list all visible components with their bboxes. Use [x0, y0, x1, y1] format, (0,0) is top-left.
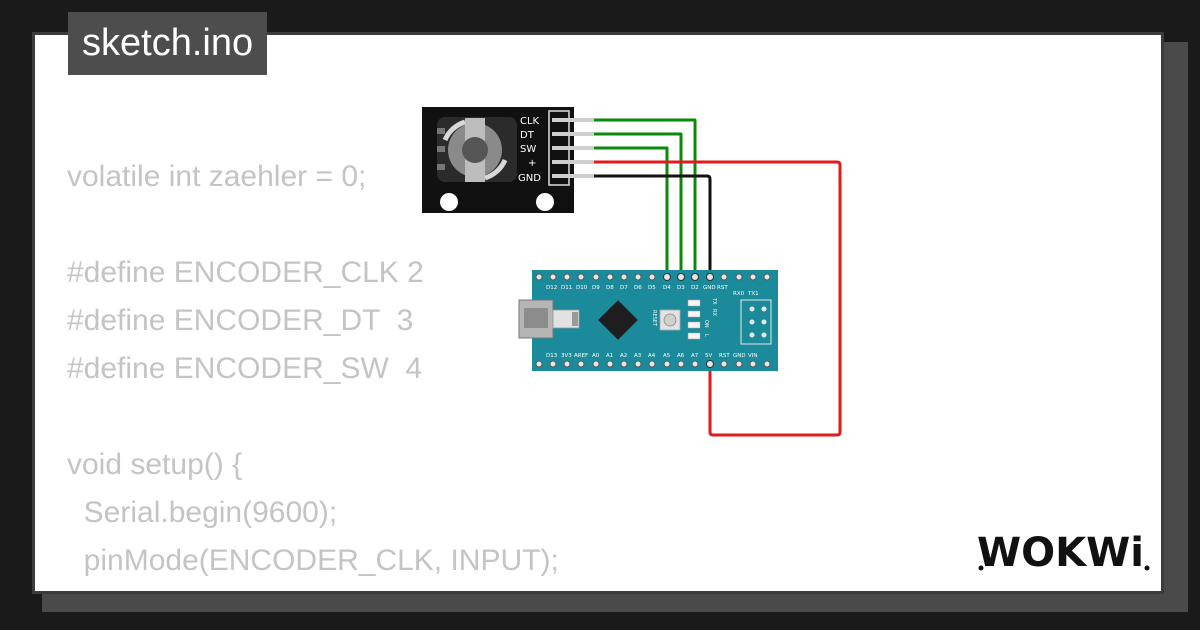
nano-pin-label: AREF [574, 353, 588, 359]
tx-label: TX [711, 297, 717, 305]
encoder-pin-label: GND [518, 173, 541, 184]
code-line: #define ENCODER_SW 4 [67, 352, 423, 385]
wire-gnd [594, 174, 712, 276]
reset-label: RESET [651, 310, 657, 327]
nano-bottom-pin-labels: D13 3V3 AREF A0 A1 A2 A3 A4 A5 A6 A7 5V … [546, 353, 758, 359]
code-line: pinMode(ENCODER_CLK, INPUT); [67, 544, 559, 577]
nano-pin-label: A2 [620, 353, 627, 359]
encoder-pin-label: CLK [520, 116, 540, 127]
nano-pin-label: D5 [648, 285, 656, 291]
status-leds [687, 299, 701, 340]
nano-pin-label: A6 [677, 353, 685, 359]
nano-pin-label: A5 [663, 353, 671, 359]
wire-sw [594, 146, 669, 276]
encoder-pin-label: + [528, 158, 536, 169]
nano-pin-label: D6 [634, 285, 642, 291]
file-tab[interactable]: sketch.ino [68, 12, 268, 75]
usb-connector [518, 299, 580, 339]
code-line: volatile int zaehler = 0; [67, 160, 367, 193]
code-line: Serial.begin(9600); [67, 496, 338, 529]
nano-pin-label: RST [719, 353, 730, 359]
nano-pin-label: D12 [546, 285, 557, 291]
arduino-nano[interactable]: D12 D11 D10 D9 D8 D7 D6 D5 D4 D3 D2 GND … [518, 270, 778, 371]
on-label: ON [703, 320, 709, 328]
nano-pin-label: D7 [620, 285, 628, 291]
code-line: #define ENCODER_DT 3 [67, 304, 414, 337]
nano-pin-label: A1 [606, 353, 613, 359]
wires[interactable] [594, 118, 842, 437]
nano-pin-label: 5V [705, 353, 712, 359]
nano-pin-label: D9 [592, 285, 600, 291]
code-line: #define ENCODER_CLK 2 [67, 256, 424, 289]
code-view: volatile int zaehler = 0; #define ENCODE… [67, 153, 559, 591]
nano-pin-label: VIN [748, 353, 758, 359]
nano-pin-label: A4 [648, 353, 656, 359]
rx-label: RX [711, 309, 717, 316]
encoder-pin-label: DT [520, 130, 535, 141]
nano-pin-label: D10 [576, 285, 588, 291]
nano-pin-label: D8 [606, 285, 614, 291]
code-line: void setup() { [67, 448, 243, 481]
rotary-encoder[interactable]: CLK DT SW + GND [422, 107, 594, 213]
nano-pin-label: D4 [663, 285, 671, 291]
nano-pin-label: RST [717, 285, 728, 291]
nano-pin-label: A0 [592, 353, 600, 359]
mount-hole [536, 193, 554, 211]
l-label: L [703, 334, 709, 337]
logo-text: WOKWi [977, 530, 1144, 576]
nano-pin-label: RX0 [733, 291, 745, 297]
nano-pin-label: A3 [634, 353, 642, 359]
nano-top-pin-labels: D12 D11 D10 D9 D8 D7 D6 D5 D4 D3 D2 GND … [546, 285, 759, 297]
mount-hole [440, 193, 458, 211]
encoder-pin-label: SW [520, 144, 536, 155]
nano-pin-label: GND [733, 353, 746, 359]
mcu-chip [598, 300, 638, 340]
wire-vcc [594, 160, 842, 437]
nano-pin-label: D11 [561, 285, 572, 291]
nano-pin-label: D13 [546, 353, 558, 359]
nano-pin-label: A7 [691, 353, 699, 359]
nano-pin-label: D2 [691, 285, 699, 291]
nano-pin-label: 3V3 [561, 353, 572, 359]
icsp-header [740, 299, 772, 345]
wire-clk [594, 118, 697, 276]
nano-pin-label: TX1 [747, 291, 759, 297]
wire-dt [594, 132, 683, 276]
nano-pin-label: D3 [677, 285, 685, 291]
nano-pin-label: GND [703, 285, 716, 291]
wokwi-logo: WOKWi [977, 530, 1150, 576]
